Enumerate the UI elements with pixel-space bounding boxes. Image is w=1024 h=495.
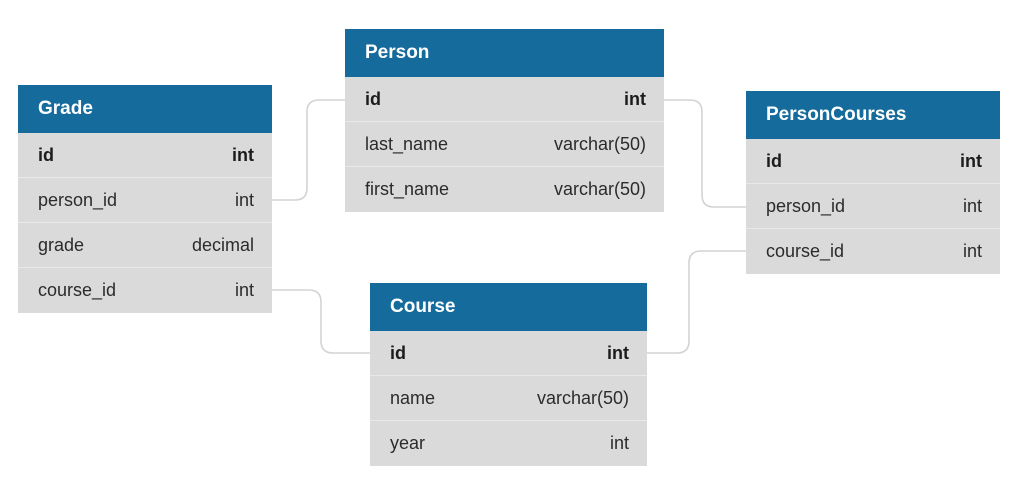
field-name: id	[38, 144, 54, 165]
field-name: last_name	[365, 133, 449, 154]
field-type: int	[607, 342, 629, 363]
table-title: Person	[345, 29, 664, 77]
table-course[interactable]: Course id int name varchar(50) year int	[370, 283, 647, 466]
field-name: grade	[38, 234, 85, 255]
field-row-course-id[interactable]: course_id int	[746, 229, 1000, 274]
connector-person-personcourses	[664, 99, 746, 208]
field-name: course_id	[766, 241, 845, 261]
field-row-name[interactable]: name varchar(50)	[370, 376, 647, 421]
field-name: first_name	[365, 179, 450, 199]
table-title: PersonCourses	[746, 91, 1000, 139]
field-name: id	[766, 150, 782, 171]
field-name: year	[390, 433, 426, 453]
field-type: int	[609, 433, 629, 453]
field-row-person-id[interactable]: person_id int	[18, 178, 272, 223]
field-row-first-name[interactable]: first_name varchar(50)	[345, 167, 664, 212]
connector-grade-person	[272, 99, 345, 201]
field-list: id int last_name varchar(50) first_name varch…	[345, 77, 664, 212]
field-type: int	[234, 280, 254, 300]
connector-course-personcourses	[647, 250, 746, 354]
field-row-course-id[interactable]: course_id int	[18, 268, 272, 313]
connector-grade-course	[272, 289, 370, 354]
field-row-year[interactable]: year int	[370, 421, 647, 466]
field-row-id[interactable]: id int	[746, 139, 1000, 184]
field-type: int	[962, 195, 982, 216]
field-name: course_id	[38, 280, 117, 300]
field-row-person-id[interactable]: person_id int	[746, 184, 1000, 229]
field-row-id[interactable]: id int	[18, 133, 272, 178]
field-name: id	[365, 88, 381, 109]
field-list: id int name varchar(50) year int	[370, 331, 647, 466]
field-type: int	[960, 150, 982, 171]
field-row-id[interactable]: id int	[345, 77, 664, 122]
field-name: person_id	[38, 189, 118, 210]
field-row-last-name[interactable]: last_name varchar(50)	[345, 122, 664, 167]
field-type: int	[232, 144, 254, 165]
field-type: decimal	[191, 234, 254, 255]
field-type: varchar(50)	[536, 387, 629, 408]
field-type: int	[624, 88, 646, 109]
field-type: varchar(50)	[553, 179, 646, 199]
table-title: Grade	[18, 85, 272, 133]
field-type: int	[962, 241, 982, 261]
field-name: name	[390, 387, 436, 408]
field-name: id	[390, 342, 406, 363]
field-type: int	[234, 189, 254, 210]
table-title: Course	[370, 283, 647, 331]
field-type: varchar(50)	[553, 133, 646, 154]
field-row-id[interactable]: id int	[370, 331, 647, 376]
field-name: person_id	[766, 195, 846, 216]
field-row-grade[interactable]: grade decimal	[18, 223, 272, 268]
